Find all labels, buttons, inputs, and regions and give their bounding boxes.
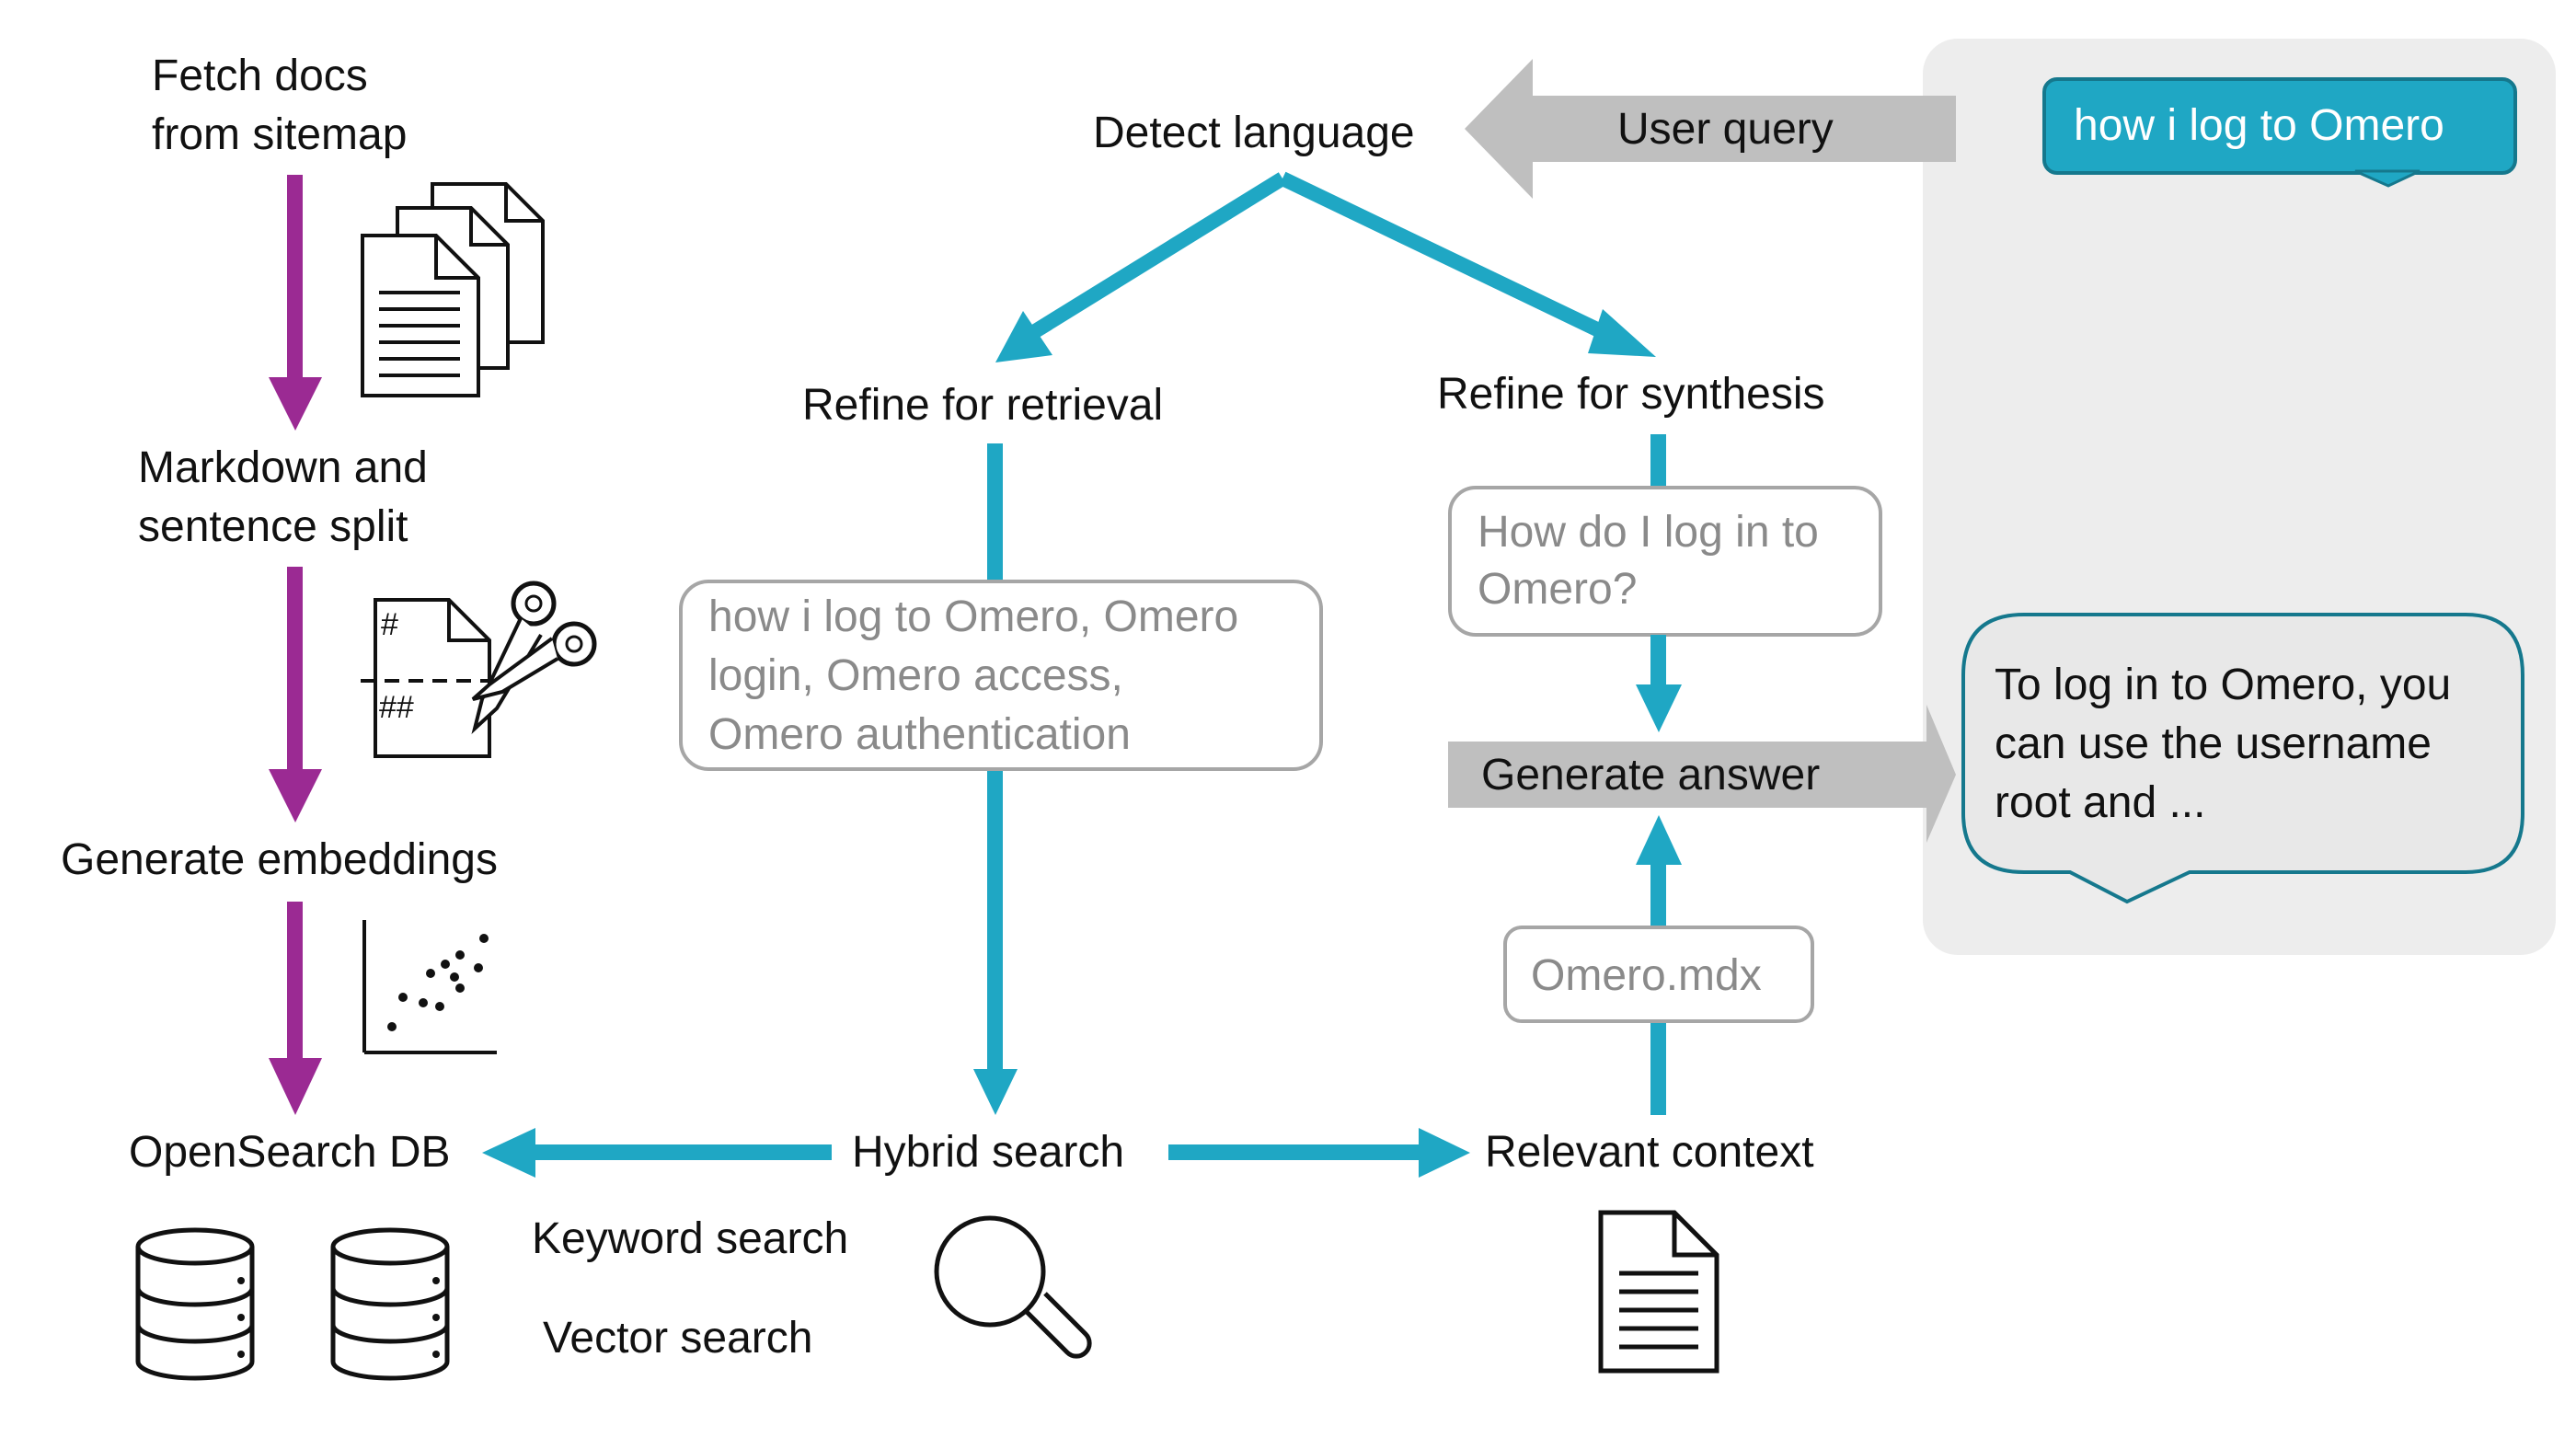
keyword-search-label: Keyword search (532, 1214, 848, 1263)
relevant-context-label: Relevant context (1485, 1128, 1814, 1177)
ingest-arrow-3 (269, 902, 322, 1115)
refine-synthesis-label: Refine for synthesis (1437, 370, 1825, 419)
documents-icon (361, 182, 545, 397)
synthesis-query-text: How do I log in to Omero? (1478, 508, 1831, 614)
search-to-context-arrow (1168, 1128, 1470, 1178)
database-icon (330, 1227, 450, 1381)
context-file-label: Omero.mdx (1531, 951, 1762, 1000)
answer-bubble-text: To log in to Omero, you can use the user… (1995, 661, 2464, 827)
query-bubble-text: how i log to Omero (2074, 101, 2444, 150)
query-bubble (2042, 77, 2517, 188)
markdown-split-label: Markdown and sentence split (138, 443, 440, 551)
ingest-arrow-1 (269, 175, 322, 431)
synthesis-connector (1650, 434, 1666, 488)
vector-search-label: Vector search (543, 1314, 812, 1363)
retrieval-query-text: how i log to Omero, Omero login, Omero a… (708, 592, 1251, 759)
search-to-db-arrow (482, 1128, 832, 1178)
database-icon (135, 1227, 255, 1381)
generate-answer-label: Generate answer (1481, 751, 1820, 799)
refine-retrieval-label: Refine for retrieval (802, 381, 1163, 430)
split-subheading-mark: ## (379, 690, 414, 725)
ingest-arrow-2 (269, 567, 322, 822)
embeddings-label: Generate embeddings (61, 835, 498, 884)
fetch-docs-label: Fetch docs from sitemap (152, 52, 407, 159)
opensearch-db-label: OpenSearch DB (129, 1128, 451, 1177)
user-query-arrow (1465, 59, 1956, 199)
magnifier-icon (934, 1215, 1092, 1359)
retrieval-arrow (973, 443, 1018, 1115)
context-file-box (1503, 926, 1814, 1023)
user-query-label: User query (1617, 105, 1834, 154)
hybrid-search-label: Hybrid search (852, 1128, 1124, 1177)
detect-language-label: Detect language (1093, 109, 1415, 157)
synthesis-down-arrow (1636, 635, 1682, 732)
split-heading-mark: # (381, 607, 398, 642)
generate-answer-arrow (1448, 705, 1956, 843)
answer-bubble (1961, 613, 2524, 904)
retrieval-query-box (679, 580, 1323, 771)
context-up-arrow (1636, 815, 1682, 1115)
scissors-icon: # ## (361, 581, 597, 758)
scatter-plot-icon (362, 920, 497, 1054)
language-split-arrows (995, 171, 1656, 362)
document-icon (1598, 1210, 1719, 1374)
